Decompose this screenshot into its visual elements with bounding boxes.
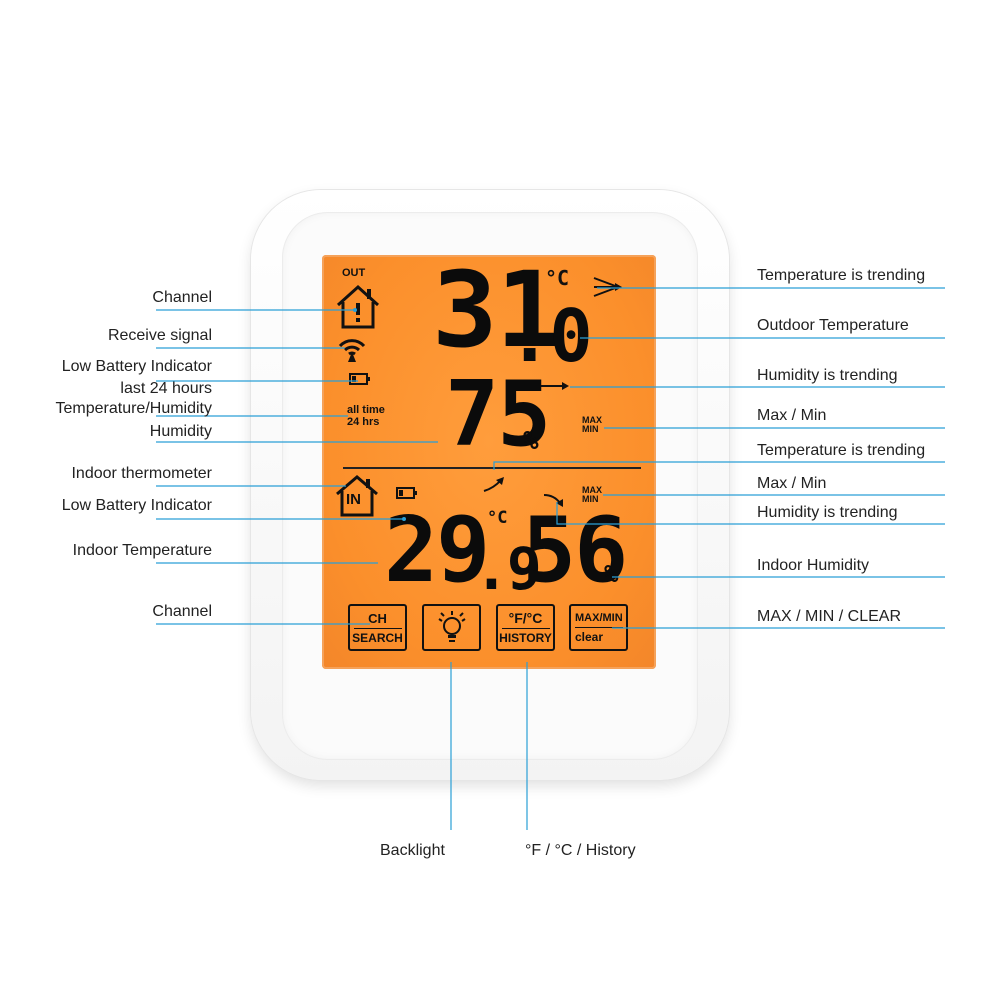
unit-history-button-bottom: HISTORY (499, 631, 552, 645)
indoor-humidity-trend-icon (543, 494, 563, 507)
max-min-clear-button-bottom: clear (575, 629, 604, 644)
label-indoor-thermometer: Indoor thermometer (71, 465, 212, 482)
indoor-temp-decimal: .9 (474, 535, 542, 603)
label-f-c-history: °F / °C / History (525, 842, 636, 859)
label-temp-trending-2: Temperature is trending (757, 442, 926, 459)
house-in-icon (336, 475, 378, 517)
label-last-24-hours: last 24 hours (120, 380, 212, 397)
in-label: IN (346, 491, 361, 508)
out-label: OUT (342, 267, 366, 279)
label-humidity-trending-1: Humidity is trending (757, 367, 898, 384)
unit-history-button-top: °F/°C (501, 611, 550, 629)
outdoor-humidity: 75 (445, 362, 551, 467)
humidity-trend-arrow-icon (541, 382, 569, 390)
outdoor-temp-integer: 31 (432, 249, 561, 371)
max-min-clear-button-top: MAX/MIN (575, 612, 623, 628)
label-temp-humidity: Temperature/Humidity (55, 400, 213, 417)
max-min-clear-button[interactable]: MAX/MIN clear (569, 604, 628, 651)
indoor-humidity: 56 (522, 498, 628, 603)
max-min-indicator-indoor: MAX MIN (582, 485, 602, 505)
indoor-temp-unit: °C (487, 508, 508, 528)
ch-search-button-bottom: SEARCH (352, 630, 403, 645)
label-max-min-clear: MAX / MIN / CLEAR (757, 608, 902, 625)
all-time-label: all time 24 hrs (347, 404, 385, 428)
outdoor-temp-unit: °C (545, 266, 570, 290)
indoor-temp-integer: 29 (384, 498, 490, 603)
outdoor-humidity-percent: % (523, 426, 539, 456)
lcd-divider (343, 467, 641, 469)
label-receive-signal: Receive signal (107, 327, 212, 344)
label-max-min-2: Max / Min (757, 475, 827, 492)
ch-search-button[interactable]: CH SEARCH (348, 604, 407, 651)
signal-icon (338, 339, 366, 362)
label-indoor-temperature: Indoor Temperature (72, 542, 212, 559)
outdoor-temp-decimal: .0 (508, 294, 593, 378)
battery-icon (349, 373, 370, 385)
indoor-battery-icon (396, 487, 417, 499)
label-outdoor-temperature: Outdoor Temperature (757, 317, 909, 334)
label-max-min-1: Max / Min (757, 407, 827, 424)
indoor-temp-trend-icon (483, 477, 504, 492)
backlight-button[interactable] (422, 604, 481, 651)
label-channel-top: Channel (152, 289, 212, 306)
ch-search-button-top: CH (353, 612, 402, 629)
house-out-icon (336, 284, 380, 329)
indoor-humidity-percent: % (604, 560, 619, 588)
label-indoor-humidity: Indoor Humidity (757, 557, 870, 574)
label-low-battery-1: Low Battery Indicator (61, 358, 212, 375)
label-temp-trending-1: Temperature is trending (757, 267, 926, 284)
label-humidity: Humidity (149, 423, 212, 440)
label-backlight: Backlight (380, 842, 445, 859)
label-low-battery-2: Low Battery Indicator (61, 497, 212, 514)
max-min-indicator-outdoor: MAX MIN (582, 415, 602, 435)
label-channel-bottom: Channel (152, 603, 212, 620)
bulb-icon (437, 610, 466, 642)
label-humidity-trending-2: Humidity is trending (757, 504, 898, 521)
unit-history-button[interactable]: °F/°C HISTORY (496, 604, 555, 651)
